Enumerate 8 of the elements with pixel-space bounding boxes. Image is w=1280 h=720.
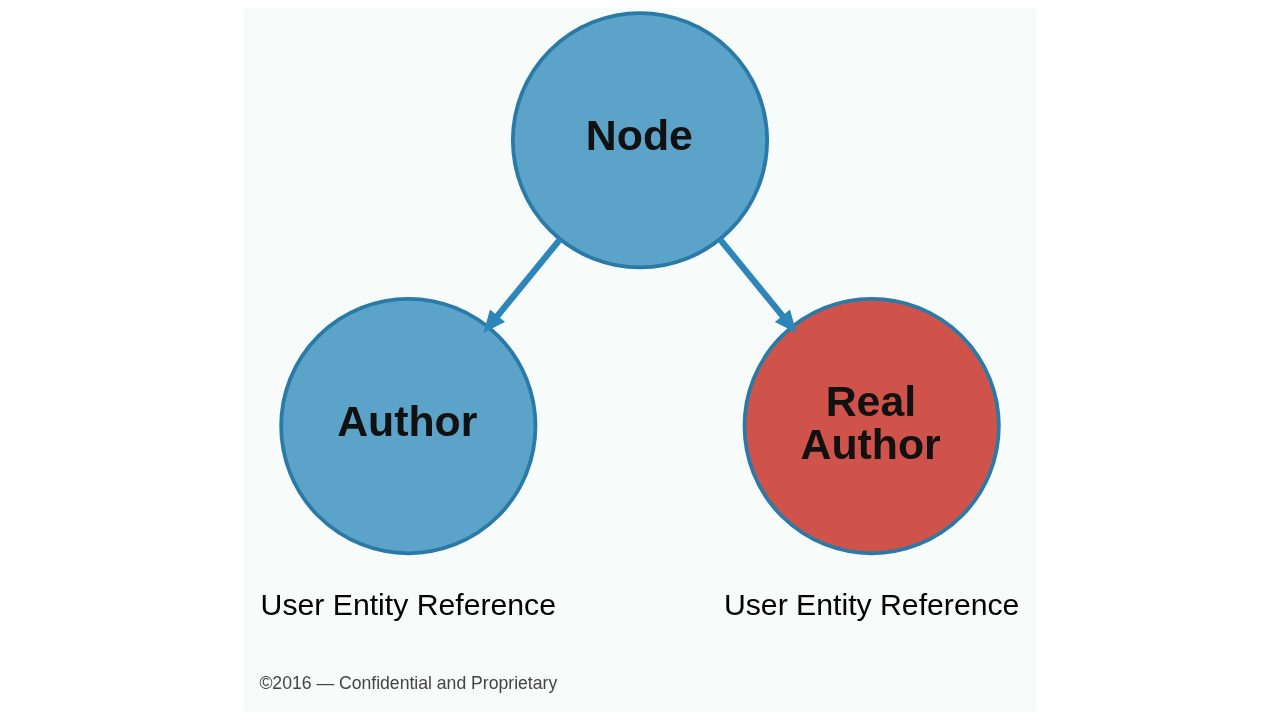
node-circle: Node <box>510 11 770 270</box>
arrow <box>717 237 797 334</box>
label: ©2016 — Confidential and Proprietary <box>259 672 558 693</box>
node-label: User Entity Reference <box>723 588 1020 622</box>
node-label: User Entity Reference <box>260 588 557 622</box>
node-circle: Author <box>279 297 538 556</box>
arrow <box>483 237 563 334</box>
node-circle: Real Author <box>742 297 1001 556</box>
